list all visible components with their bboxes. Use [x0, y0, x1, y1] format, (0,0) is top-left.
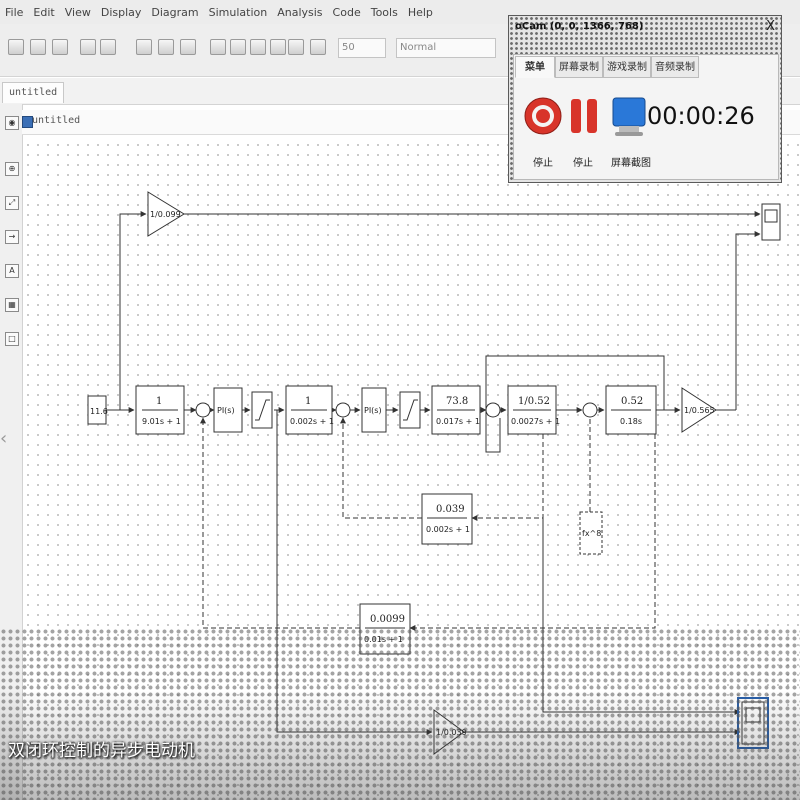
simulation-mode-select[interactable]: Normal [396, 38, 496, 58]
step-source-block[interactable] [579, 511, 603, 555]
ocam-tab-audio-record[interactable]: 音频录制 [651, 56, 699, 78]
pi2-label: PI(s) [364, 406, 382, 415]
tf2-denominator: 0.002s + 1 [290, 417, 334, 426]
feedback-inner-block[interactable] [421, 493, 473, 545]
menu-tools[interactable]: Tools [370, 5, 398, 19]
tf4-numerator: 1/0.52 [518, 396, 550, 407]
recording-timer: 00:00:26 [647, 102, 755, 130]
undo-icon[interactable] [80, 39, 96, 55]
pause-icon[interactable] [270, 39, 286, 55]
sum2-block[interactable] [335, 402, 351, 418]
record-icon[interactable] [523, 96, 563, 136]
menu-diagram[interactable]: Diagram [151, 5, 199, 19]
scope-icon[interactable] [310, 39, 326, 55]
pi1-block[interactable] [213, 387, 243, 433]
gain-top-label: 1/0.099 [150, 210, 181, 219]
tf3-numerator: 73.8 [446, 396, 468, 407]
open-icon[interactable] [30, 39, 46, 55]
gain-top-block[interactable] [147, 191, 185, 237]
settings-gear-icon[interactable] [158, 39, 174, 55]
sum3-block[interactable] [485, 402, 501, 418]
menu-edit[interactable]: Edit [33, 5, 55, 19]
ocam-tab-screen-record[interactable]: 屏幕录制 [555, 56, 603, 78]
redo-icon[interactable] [100, 39, 116, 55]
stop-time-input[interactable]: 50 [338, 38, 386, 58]
pi2-block[interactable] [361, 387, 387, 433]
feedback-outer-numerator: 0.0099 [370, 614, 405, 625]
menu-analysis[interactable]: Analysis [277, 5, 323, 19]
gain-out-label: 1/0.565 [684, 406, 715, 415]
gain-bottom-label: 1/0.039 [436, 728, 467, 737]
area-icon[interactable]: □ [5, 332, 19, 346]
ocam-tab-game-record[interactable]: 游戏录制 [603, 56, 651, 78]
pause-icon[interactable] [567, 96, 601, 136]
feedback-inner-numerator: 0.039 [436, 504, 465, 515]
menu-bar: File Edit View Display Diagram Simulatio… [0, 0, 800, 25]
collapse-chevron-icon[interactable]: ‹ [0, 428, 8, 449]
tf4-denominator: 0.0027s + 1 [511, 417, 560, 426]
sum1-block[interactable] [195, 402, 211, 418]
ocam-stop-label: 停止 [533, 158, 553, 169]
screen-capture-icon[interactable] [609, 96, 649, 140]
step-source-label: fx^8 [582, 529, 601, 538]
annotation-icon[interactable]: A [5, 264, 19, 278]
gain-out-block[interactable] [681, 387, 717, 433]
left-palette: ◉ ⊕ ⤢ → A ▦ □ [0, 104, 23, 800]
ocam-pause-label: 停止 [573, 158, 593, 169]
sum4-block[interactable] [582, 402, 598, 418]
pi1-label: PI(s) [217, 406, 235, 415]
tf1-numerator: 1 [156, 396, 162, 407]
video-caption: 双闭环控制的异步电动机 [8, 741, 195, 761]
new-model-icon[interactable] [8, 39, 24, 55]
hide-browser-icon[interactable]: ◉ [5, 116, 19, 130]
signal-lines [105, 211, 761, 735]
menu-code[interactable]: Code [332, 5, 361, 19]
menu-view[interactable]: View [64, 5, 91, 19]
tf2-numerator: 1 [305, 396, 311, 407]
menu-help[interactable]: Help [407, 5, 433, 19]
feedback-outer-block[interactable] [359, 603, 411, 655]
ocam-title: oCam (0, 0, 1366, 768) [515, 21, 644, 32]
model-explorer-icon[interactable] [180, 39, 196, 55]
save-icon[interactable] [52, 39, 68, 55]
arrow-icon[interactable]: → [5, 230, 19, 244]
run-icon[interactable] [230, 39, 246, 55]
model-icon [22, 116, 33, 128]
feedback-outer-denominator: 0.01s + 1 [364, 635, 403, 644]
ocam-tab-menu[interactable]: 菜单 [515, 56, 555, 78]
step-back-icon[interactable] [210, 39, 226, 55]
breadcrumb-path[interactable]: untitled [32, 115, 81, 126]
tf5-denominator: 0.18s [620, 417, 642, 426]
menu-file[interactable]: File [5, 5, 24, 19]
tab-untitled[interactable]: untitled [2, 82, 65, 103]
tf3-denominator: 0.017s + 1 [436, 417, 480, 426]
stop-icon[interactable] [288, 39, 304, 55]
ocam-capture-label: 屏幕截图 [611, 158, 651, 169]
step-forward-icon[interactable] [250, 39, 266, 55]
library-browser-icon[interactable] [136, 39, 152, 55]
zoom-icon[interactable]: ⊕ [5, 162, 19, 176]
tf1-denominator: 9.01s + 1 [142, 417, 181, 426]
fit-view-icon[interactable]: ⤢ [5, 196, 19, 210]
menu-simulation[interactable]: Simulation [208, 5, 268, 19]
image-icon[interactable]: ▦ [5, 298, 19, 312]
tf5-numerator: 0.52 [621, 396, 643, 407]
menu-display[interactable]: Display [100, 5, 142, 19]
feedback-inner-denominator: 0.002s + 1 [426, 525, 470, 534]
ocam-window: oCam (0, 0, 1366, 768) X 菜单 屏幕录制 游戏录制 音频… [508, 15, 782, 183]
close-icon[interactable]: X [766, 19, 775, 34]
constant-value: 11.6 [90, 407, 108, 416]
constant-block[interactable] [87, 395, 107, 425]
